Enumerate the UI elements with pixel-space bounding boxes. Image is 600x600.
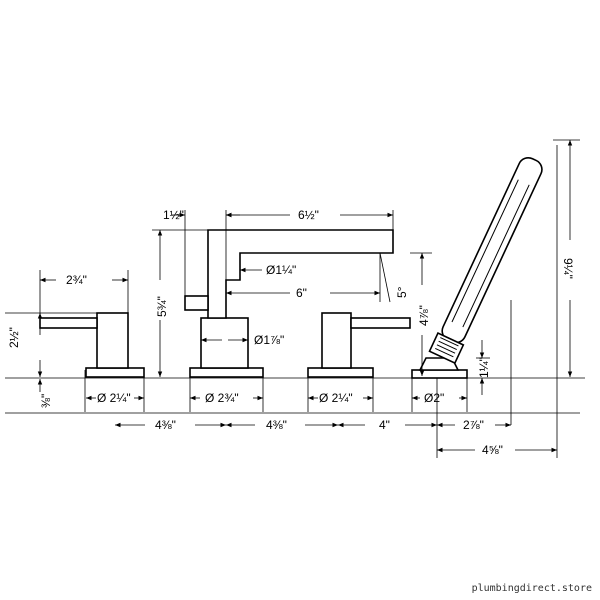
- dim-left-base-dia: Ø 2¼": [97, 391, 131, 405]
- dimension-labels: 2¾" 2½" ⅜" Ø 2¼" 1½" 6½" 5¾" Ø1¼" 6" 5° …: [7, 208, 575, 457]
- dim-spout-offset: 1½": [163, 208, 184, 222]
- right-handle-valve: [307, 312, 411, 378]
- watermark: plumbingdirect.store: [471, 583, 592, 594]
- dim-spacing-3: 4": [379, 418, 390, 432]
- left-handle-valve: [39, 312, 145, 378]
- dim-spout-angle: 5°: [395, 286, 409, 298]
- dim-right-handle-height: 4⅞": [417, 305, 431, 326]
- dim-base-offset: ⅜": [39, 394, 53, 408]
- dim-spacing-2: 4⅜": [266, 418, 287, 432]
- dim-shower-total: 4⅝": [482, 443, 503, 457]
- dim-spout-inner-reach: 6": [296, 286, 307, 300]
- tub-spout: [184, 229, 394, 378]
- dim-spacing-1: 4⅜": [155, 418, 176, 432]
- dimension-lines: [37, 140, 573, 453]
- dim-spout-base-dia: Ø 2¾": [205, 391, 239, 405]
- dim-spout-dia: Ø1¼": [266, 263, 296, 277]
- extension-lines: [5, 139, 580, 458]
- dim-shower-height: 9¼": [561, 258, 575, 279]
- dim-shower-lift: 1¼": [477, 357, 491, 378]
- dim-left-handle-height: 2½": [7, 327, 21, 348]
- dim-spout-reach: 6½": [298, 208, 319, 222]
- dim-spout-body-dia: Ø1⅞": [254, 333, 284, 347]
- dim-spout-height: 5¾": [155, 296, 169, 317]
- dim-shower-offset: 2⅞": [463, 418, 484, 432]
- dim-left-handle-reach: 2¾": [66, 273, 87, 287]
- dim-right-base-dia: Ø 2¼": [319, 391, 353, 405]
- dim-shower-base-dia: Ø2": [424, 391, 444, 405]
- hand-shower: [411, 156, 543, 379]
